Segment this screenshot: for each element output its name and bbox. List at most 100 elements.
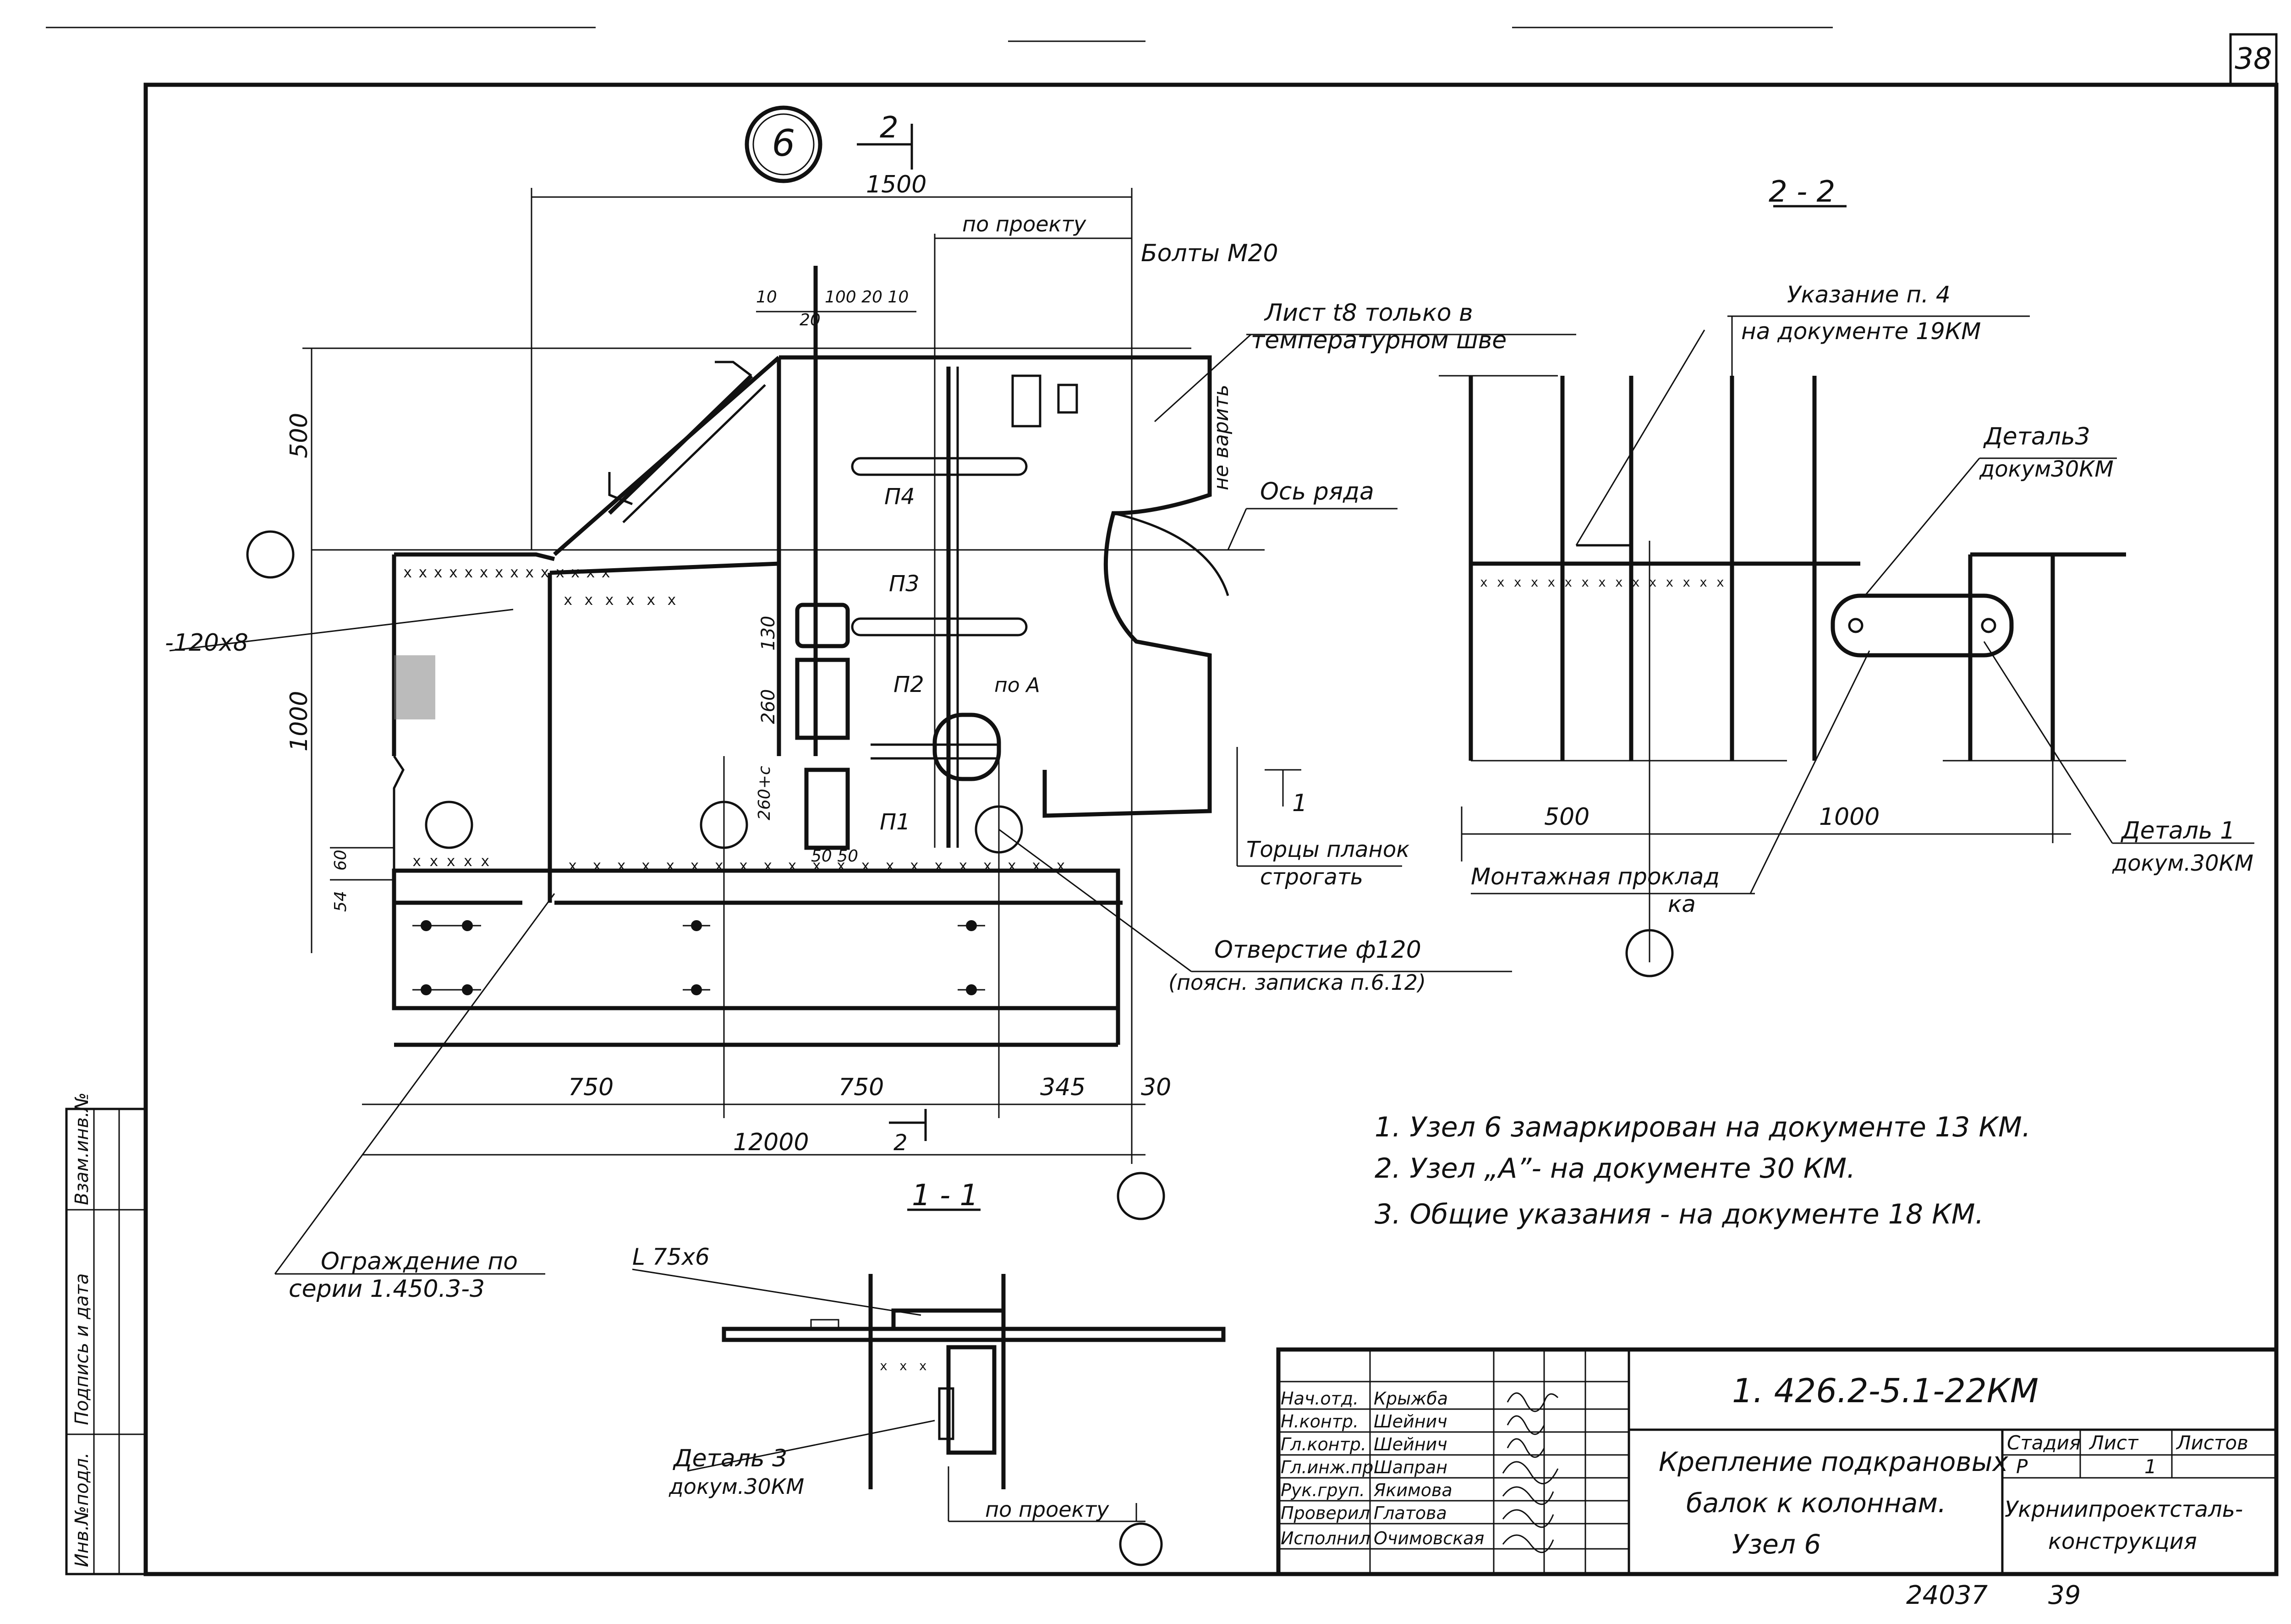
section-2-2-ukaz-1: Указание п. 4 — [1787, 281, 1951, 308]
label-section-1: 1 — [1292, 790, 1307, 817]
section-2-2-montazh-1: Монтажная проклад — [1471, 863, 1720, 890]
label-section-2-bottom: 2 — [893, 1130, 908, 1156]
note-2: 2. Узел „А”- на документе 30 КМ. — [1375, 1152, 1855, 1185]
dim-130: 130 — [758, 616, 779, 651]
label-bolts: Болты М20 — [1141, 240, 1278, 267]
dim-345: 345 — [1040, 1074, 1085, 1101]
dim-500: 500 — [285, 413, 313, 458]
role-label: Н.контр. — [1281, 1411, 1359, 1432]
side-stamp-vzam: Взам.инв.№ — [71, 1092, 93, 1205]
signatures — [1502, 1392, 1559, 1553]
role-label: Рук.груп. — [1281, 1480, 1365, 1500]
section-2-2-ukaz-2: на документе 19КМ — [1741, 318, 1981, 345]
role-name: Якимова — [1373, 1480, 1452, 1500]
dim-60: 60 — [331, 850, 350, 871]
label-p2: П2 — [893, 672, 924, 697]
svg-text:xxx: xxx — [880, 1358, 939, 1373]
dim-top: 1500 — [866, 171, 926, 198]
role-name: Крыжба — [1374, 1388, 1448, 1409]
note-3: 3. Общие указания - на документе 18 КМ. — [1375, 1198, 1984, 1230]
label-fence-2: серии 1.450.3-3 — [289, 1275, 485, 1303]
dim-1000: 1000 — [285, 691, 313, 752]
title-roles: Нач.отд. Крыжба Н.контр. Шейнич Гл.контр… — [1281, 1388, 1484, 1548]
role-name: Шейнич — [1374, 1411, 1447, 1432]
footer-left: 24037 — [1906, 1580, 1988, 1610]
title-name-2: балок к колоннам. — [1686, 1487, 1946, 1519]
dim-750b: 750 — [839, 1074, 884, 1101]
dim-30: 30 — [1141, 1074, 1171, 1101]
label-p1: П1 — [880, 809, 910, 835]
section-2-2-dim-1000: 1000 — [1819, 803, 1880, 831]
label-fence-1: Ограждение по — [321, 1248, 518, 1275]
section-2-2-det3-2: докум30КМ — [1979, 456, 2114, 482]
role-name: Шейнич — [1374, 1434, 1447, 1454]
node-mark — [745, 105, 913, 183]
axis-circle-bottom — [1117, 1172, 1165, 1220]
dim-54: 54 — [331, 891, 350, 912]
sheet-number: 38 — [2235, 42, 2272, 76]
title-name-1: Крепление подкрановых — [1659, 1446, 2008, 1477]
label-plate-120x8: -120х8 — [165, 629, 248, 657]
dim-260: 260 — [758, 689, 779, 724]
label-po-a: по А — [994, 674, 1040, 697]
title-sheet: 1 — [2144, 1455, 2157, 1478]
side-stamp-podpis: Подпись и дата — [71, 1273, 93, 1425]
note-1: 1. Узел 6 замаркирован на документе 13 К… — [1375, 1111, 2031, 1143]
side-stamp — [65, 1108, 147, 1575]
section-2-2: xxxxxxxxxxxxxxx — [1439, 205, 2254, 977]
axis-circle-left — [246, 530, 295, 579]
label-sheet-t8-1: Лист t8 только в — [1264, 299, 1473, 327]
label-ne-varit: не варить — [1210, 384, 1233, 490]
node-section-arrow: 2 — [880, 111, 899, 145]
dim-50-50: 50 50 — [811, 847, 858, 866]
section-2-2-det3-1: Деталь3 — [1983, 423, 2090, 450]
section-2-2-det1-1: Деталь 1 — [2121, 817, 2235, 845]
dim-12000: 12000 — [733, 1129, 809, 1156]
sheet-frame — [46, 27, 2279, 1576]
title-sheet-label: Лист — [2088, 1432, 2139, 1454]
svg-text:xxxxxxxxxxxxxxxxxxxxx: xxxxxxxxxxxxxxxxxxxxx — [568, 857, 1081, 874]
footer-right: 39 — [2048, 1580, 2081, 1610]
svg-text:xxxxx: xxxxx — [412, 852, 498, 870]
node-mark-number: 6 — [772, 122, 795, 165]
svg-text:xxxxxx: xxxxxx — [564, 591, 688, 609]
section-1-1-title: 1 - 1 — [912, 1179, 978, 1213]
role-label: Проверил — [1281, 1503, 1370, 1523]
section-2-2-dim-500: 500 — [1544, 803, 1589, 831]
dim-10: 10 — [756, 288, 777, 307]
label-hole-1: Отверстие ф120 — [1214, 936, 1421, 964]
label-sheet-t8-2: температурном шве — [1251, 327, 1507, 354]
dim-100-20-10: 100 20 10 — [825, 288, 909, 307]
dim-750a: 750 — [568, 1074, 614, 1101]
label-tortsy-1: Торцы планок — [1246, 837, 1409, 862]
section-2-2-title: 2 - 2 — [1769, 175, 1835, 209]
role-name: Очимовская — [1374, 1528, 1484, 1548]
title-block — [1276, 1347, 2279, 1576]
title-sheets-label: Листов — [2176, 1432, 2248, 1454]
section-1-1: xxx — [632, 1208, 1226, 1566]
plan-view: xxxxxxxxxxxxxx xxxxxx xxxxxxxxxxxxxxxxxx… — [169, 188, 1576, 1275]
label-hole-2: (поясн. записка п.6.12) — [1168, 970, 1426, 995]
role-name: Шапран — [1374, 1457, 1447, 1477]
title-org-2: конструкция — [2048, 1529, 2197, 1554]
dim-260-c: 260+с — [755, 766, 774, 820]
section-2-2-det1-2: докум.30КМ — [2112, 850, 2253, 876]
dim-20: 20 — [800, 311, 821, 329]
section-1-1-det3-1: Деталь 3 — [673, 1445, 787, 1472]
label-axis-row: Ось ряда — [1260, 478, 1374, 505]
title-org-1: Укрниипроектсталь- — [2005, 1497, 2243, 1522]
label-p3: П3 — [889, 571, 920, 597]
title-stage-label: Стадия — [2007, 1432, 2081, 1454]
role-label: Гл.контр. — [1281, 1434, 1366, 1454]
section-2-2-montazh-2: ка — [1668, 891, 1696, 917]
title-code: 1. 426.2-5.1-22КМ — [1732, 1372, 2039, 1410]
role-label: Гл.инж.пр. — [1281, 1457, 1379, 1477]
section-1-1-angle: L 75х6 — [632, 1244, 710, 1270]
side-stamp-inv-podl: Инв.№подл. — [71, 1452, 93, 1567]
svg-text:xxxxxxxxxxxxxx: xxxxxxxxxxxxxx — [403, 564, 617, 581]
svg-text:xxxxxxxxxxxxxxx: xxxxxxxxxxxxxxx — [1480, 575, 1733, 590]
section-1-1-po-proektu: по проекту — [985, 1497, 1109, 1522]
role-label: Исполнил — [1281, 1528, 1370, 1548]
section-1-1-det3-2: докум.30КМ — [669, 1474, 804, 1499]
